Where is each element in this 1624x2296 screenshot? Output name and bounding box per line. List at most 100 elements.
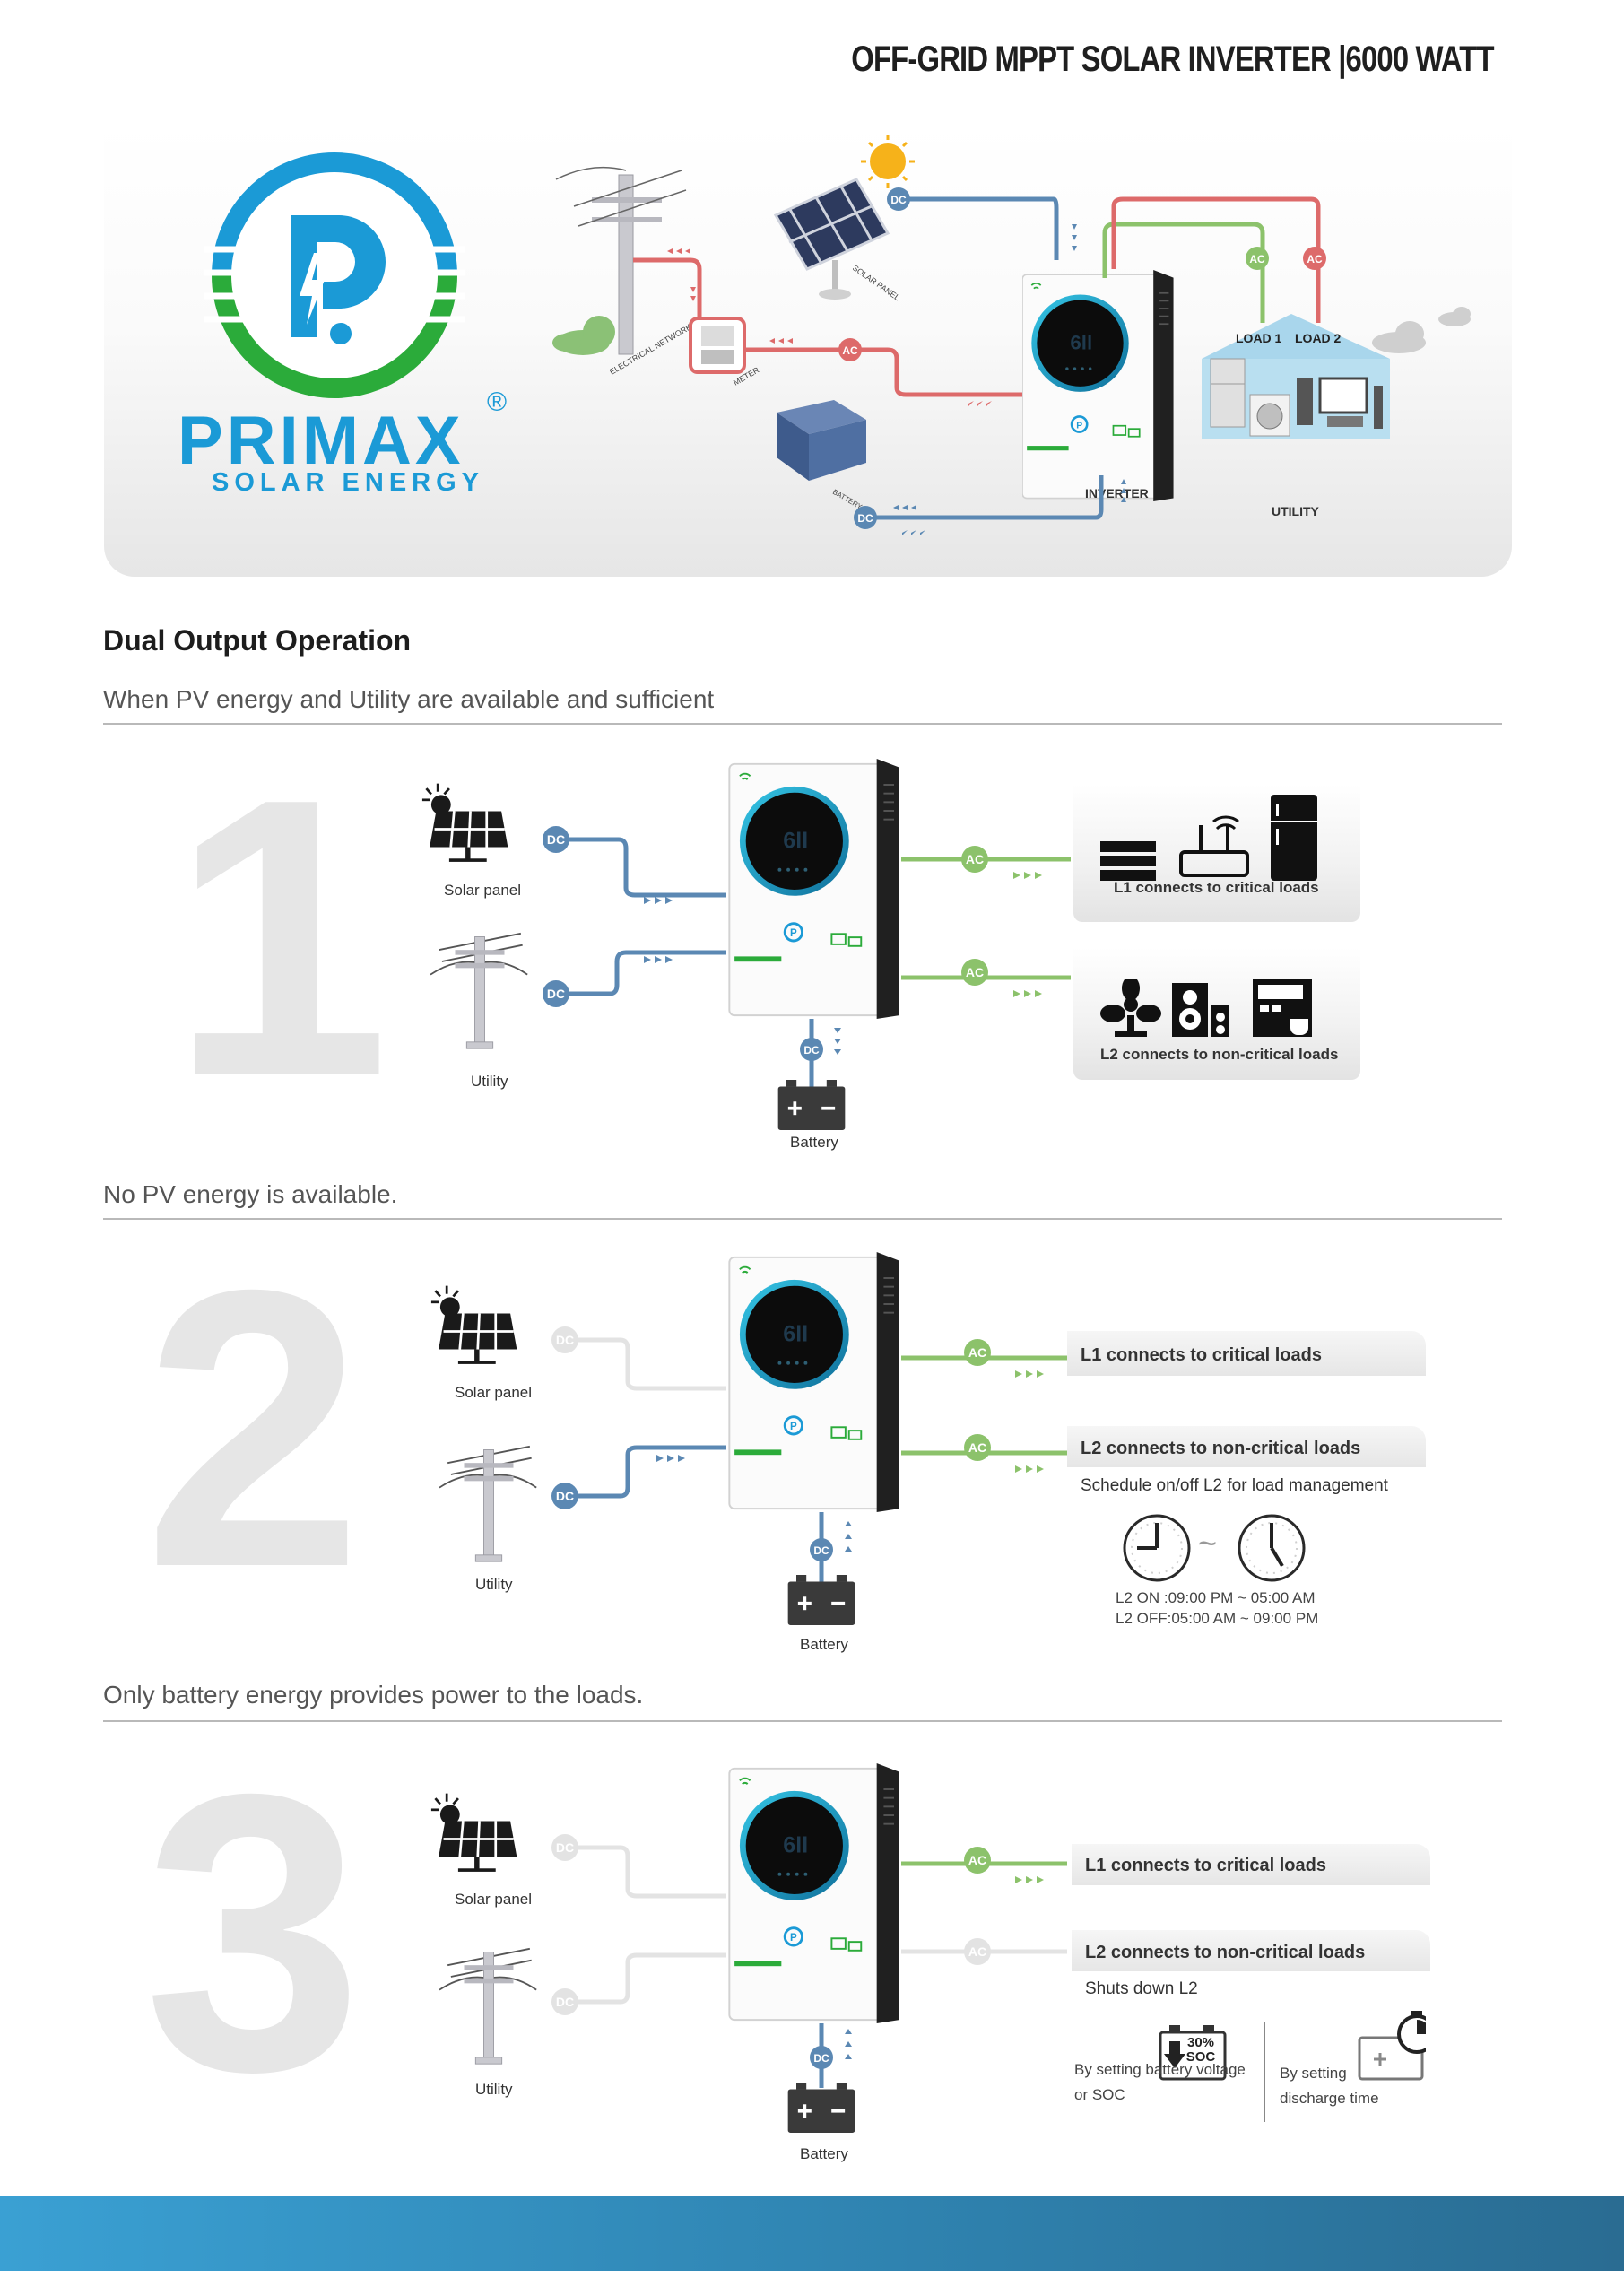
utility-pole-icon: [430, 932, 529, 1050]
solar-panel-icon: [773, 178, 890, 300]
appliances-icon: [1210, 358, 1383, 437]
cloud-icon: [552, 316, 615, 355]
scenario-2-battery-label: Battery: [800, 1636, 848, 1653]
inverter-icon: [727, 759, 901, 1019]
meter-icon: [689, 317, 746, 374]
ac-badge-l2: AC: [966, 965, 984, 979]
l2-off-schedule: L2 OFF:05:00 AM ~ 09:00 PM: [1116, 1610, 1319, 1627]
document-title: OFF-GRID MPPT SOLAR INVERTER |6000 WATT: [851, 39, 1495, 79]
l2-load-card: L2 connects to non-critical loads: [1073, 947, 1360, 1080]
hero-load1-label: LOAD 1: [1236, 331, 1282, 345]
electrical-pole-icon: [555, 166, 687, 355]
non-critical-loads-icon: [1100, 979, 1312, 1037]
l1-load-card: L1 connects to critical loads: [1073, 784, 1360, 922]
critical-loads-icon: [1100, 795, 1317, 881]
scenario-2-divider: [103, 1218, 1502, 1220]
l2-on-schedule: L2 ON :09:00 PM ~ 05:00 AM: [1116, 1589, 1316, 1606]
hero-solar-label: SOLAR PANEL: [851, 263, 901, 302]
dc-badge-solar-inactive: DC: [556, 1840, 574, 1855]
dc-badge-battery: DC: [813, 2052, 829, 2065]
scenario-1-utility-label: Utility: [471, 1073, 508, 1090]
primax-logo-icon: [204, 152, 465, 398]
dc-badge-solar: DC: [547, 832, 565, 847]
soc-battery-icon: [1159, 2025, 1227, 2081]
scenario-3-l1-bar: [1072, 1844, 1430, 1885]
battery-icon: [776, 1080, 847, 1130]
l2-load-text: L2 connects to non-critical loads: [1100, 1046, 1339, 1063]
scenario-3-utility-label: Utility: [475, 2081, 513, 2098]
scenario-1-diagram: DC DC DC AC AC: [421, 759, 1071, 1130]
scenario-2-l2-bar: [1067, 1426, 1426, 1467]
brand-name: PRIMAX: [178, 403, 465, 479]
scenario-2-l2-text: L2 connects to non-critical loads: [1081, 1439, 1361, 1458]
ac-badge-l1: AC: [968, 1853, 986, 1867]
hero-ac-badge-grid: AC: [842, 344, 858, 357]
utility-pole-icon: [439, 1947, 538, 2066]
scenario-3-divider: [103, 1720, 1502, 1722]
solar-panel-icon: [421, 782, 509, 864]
setting-time-text: By setting discharge time: [1280, 2065, 1379, 2107]
scenario-3-title: Only battery energy provides power to th…: [103, 1681, 644, 1709]
clock-off-icon: [1238, 1514, 1306, 1582]
scenario-3-number: 3: [143, 1713, 363, 2153]
scenario-2-l1-bar: [1067, 1331, 1426, 1376]
scenario-3-l1-text: L1 connects to critical loads: [1085, 1856, 1326, 1875]
battery-icon: [786, 2083, 857, 2133]
hero-dc-badge-solar: DC: [890, 194, 907, 206]
scenario-1-battery-label: Battery: [790, 1134, 838, 1151]
ac-badge-l1: AC: [968, 1345, 986, 1360]
scenario-3-diagram: DC DC DC AC AC: [430, 1763, 1426, 2133]
inverter-icon: [727, 1252, 901, 1512]
section-title: Dual Output Operation: [103, 624, 412, 657]
scenario-3-solar-label: Solar panel: [455, 1891, 533, 1908]
scenario-3-battery-label: Battery: [800, 2145, 848, 2162]
hero-load2-label: LOAD 2: [1295, 331, 1342, 345]
hero-inverter-icon: [1022, 269, 1175, 502]
scenario-3-shutdown-text: Shuts down L2: [1085, 1979, 1198, 1998]
scenario-1-number: 1: [170, 718, 390, 1158]
hero-system-diagram: SOLAR PANEL DC ELECTRICAL NETWORK METER …: [552, 135, 1471, 535]
dc-badge-utility: DC: [547, 987, 565, 1001]
ac-badge-l2: AC: [968, 1440, 986, 1455]
scenario-2-diagram: DC DC DC AC AC: [430, 1252, 1306, 1625]
scenario-2-l1-text: L1 connects to critical loads: [1081, 1345, 1322, 1365]
scenario-2-utility-label: Utility: [475, 1576, 513, 1593]
dc-badge-utility-inactive: DC: [556, 1995, 574, 2009]
solar-panel-icon: [430, 1284, 518, 1366]
dc-badge-utility: DC: [556, 1489, 574, 1503]
sun-icon: [861, 135, 915, 188]
ac-badge-l2-inactive: AC: [968, 1944, 986, 1959]
scenario-2-schedule-text: Schedule on/off L2 for load management: [1081, 1476, 1388, 1495]
scenario-1-title: When PV energy and Utility are available…: [103, 685, 715, 713]
dc-badge-battery: DC: [803, 1044, 820, 1057]
battery-icon: [786, 1575, 857, 1625]
hero-ac-badge-load2: AC: [1307, 253, 1323, 265]
hero-dc-badge-battery: DC: [857, 512, 873, 525]
cloud-right-icon: [1372, 307, 1471, 353]
scenario-1-solar-label: Solar panel: [444, 882, 522, 899]
dc-badge-solar-inactive: DC: [556, 1333, 574, 1347]
solar-panel-icon: [430, 1792, 518, 1874]
hero-inverter-label: INVERTER: [1085, 486, 1149, 500]
clock-on-icon: [1123, 1514, 1191, 1582]
setting-voltage-text: By setting battery voltage or SOC: [1074, 2061, 1246, 2103]
ac-badge-l1: AC: [966, 852, 984, 866]
scenario-3-l2-bar: [1072, 1930, 1430, 1971]
timer-battery-icon: [1358, 2011, 1426, 2081]
scenario-1-divider: [103, 723, 1502, 725]
dc-badge-battery: DC: [813, 1544, 829, 1557]
scenario-3-l2-text: L2 connects to non-critical loads: [1085, 1943, 1366, 1962]
hero-utility-label: UTILITY: [1272, 504, 1320, 518]
brand-subtitle: SOLAR ENERGY: [212, 468, 485, 497]
footer-bar: [0, 2196, 1624, 2271]
hero-battery-icon: [777, 400, 866, 481]
registered-mark: ®: [487, 387, 508, 417]
clock-separator: ~: [1198, 1525, 1218, 1561]
hero-ac-badge-load1: AC: [1249, 253, 1265, 265]
l1-load-text: L1 connects to critical loads: [1114, 879, 1319, 896]
scenario-2-number: 2: [143, 1209, 363, 1649]
scenario-2-title: No PV energy is available.: [103, 1180, 398, 1208]
inverter-icon: [727, 1763, 901, 2023]
soc-value: 30% SOC: [1185, 2035, 1216, 2065]
scenario-2-solar-label: Solar panel: [455, 1384, 533, 1401]
